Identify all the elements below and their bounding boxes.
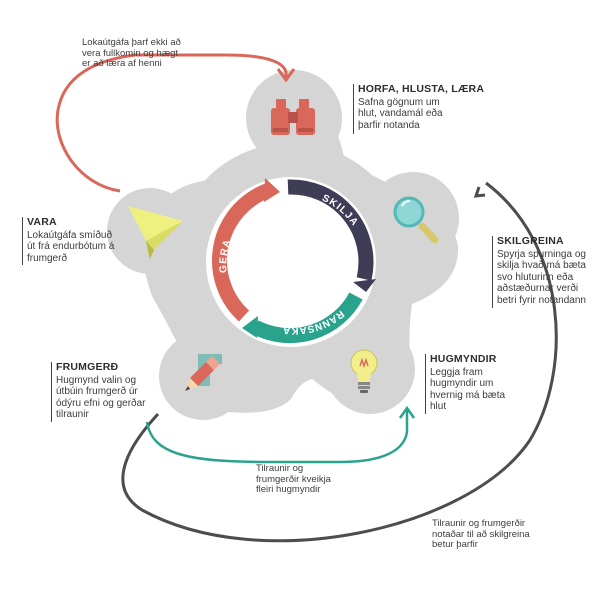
- stage-text-hugmyndir-3: hvernig má bæta: [430, 389, 506, 401]
- stage-divider-skilgreina: [492, 236, 494, 308]
- loop-note-dark-2: notaðar til að skilgreina: [432, 528, 530, 540]
- stage-text-horfa-3: þarfir notanda: [358, 119, 420, 131]
- stage-text-frumgerd-1: Hugmynd valin og: [56, 374, 137, 386]
- arc-skilja-arrowhead: [353, 279, 376, 292]
- stage-divider-horfa: [353, 84, 355, 134]
- magnifier-icon: [393, 196, 439, 244]
- loop-note-top-1: Lokaútgáfa þarf ekki að: [82, 37, 181, 48]
- loop-note-teal-3: fleiri hugmyndir: [256, 484, 321, 495]
- stage-text-horfa-2: hlut, vandamál eða: [358, 108, 443, 119]
- inner-white-circle: [206, 177, 376, 347]
- stage-text-skilgreina-1: Spyrja spurninga og: [497, 248, 586, 260]
- loop-arrow-dark-head: [473, 186, 486, 198]
- stage-label-horfa: HORFA, HLUSTA, LÆRA Safna gögnum um hlut…: [358, 83, 485, 131]
- stage-divider-hugmyndir: [425, 354, 427, 414]
- paper-plane-icon: [128, 206, 183, 259]
- stage-label-skilgreina: SKILGREINA Spyrja spurninga og skilja hv…: [497, 235, 586, 306]
- stage-text-hugmyndir-2: hugmyndir um: [430, 378, 494, 389]
- stage-title-skilgreina: SKILGREINA: [497, 235, 564, 247]
- loop-note-top-2: vera fullkomin og hægt: [82, 47, 179, 59]
- loop-arrow-coral-head: [276, 68, 296, 83]
- stage-text-skilgreina-4: aðstæðurnar verði: [497, 283, 579, 294]
- stage-text-frumgerd-3: ódýru efni og gerðar: [56, 397, 146, 409]
- stage-label-vara: VARA Lokaútgáfa smíðuð út frá endurbótum…: [27, 216, 115, 264]
- stage-text-horfa-1: Safna gögnum um: [358, 96, 440, 108]
- stage-text-frumgerd-2: útbúin frumgerð úr: [56, 386, 138, 397]
- stage-divider-vara: [22, 217, 24, 265]
- loop-note-dark-3: betur þarfir: [432, 539, 478, 550]
- loop-note-top: Lokaútgáfa þarf ekki að vera fullkomin o…: [82, 37, 181, 70]
- lightbulb-icon: [350, 349, 378, 393]
- loop-note-teal-2: frumgerðir kveikja: [256, 473, 331, 485]
- stage-text-vara-1: Lokaútgáfa smíðuð: [27, 229, 113, 241]
- loop-note-top-3: er að læra af henni: [82, 58, 162, 69]
- loop-arrow-teal-head: [398, 405, 416, 419]
- loop-arrow-dark: [121, 181, 558, 543]
- stage-text-vara-2: út frá endurbótum á: [27, 241, 115, 252]
- stage-label-frumgerd: FRUMGERÐ Hugmynd valin og útbúin frumger…: [56, 361, 146, 421]
- loop-note-dark-1: Tilraunir og frumgerðir: [432, 518, 526, 529]
- loop-note-dark: Tilraunir og frumgerðir notaðar til að s…: [432, 518, 530, 551]
- arc-gera: [211, 182, 272, 322]
- arc-skilja: [287, 179, 374, 281]
- stage-title-vara: VARA: [27, 216, 57, 228]
- arc-rannsaka-arrowhead: [242, 316, 258, 338]
- stage-text-skilgreina-5: betri fyrir notandann: [497, 294, 586, 306]
- arc-gera-arrowhead: [264, 178, 280, 202]
- stage-text-vara-3: frumgerð: [27, 252, 68, 264]
- stage-title-frumgerd: FRUMGERÐ: [56, 361, 119, 373]
- stage-text-hugmyndir-4: hlut: [430, 401, 447, 412]
- pencil-ruler-icon: [185, 354, 222, 391]
- stage-title-horfa: HORFA, HLUSTA, LÆRA: [358, 83, 485, 95]
- loop-arrow-coral: [55, 53, 288, 193]
- stage-text-skilgreina-2: skilja hvað má bæta: [497, 260, 586, 271]
- arc-rannsaka: [251, 292, 363, 344]
- binoculars-icon: [271, 99, 315, 135]
- stage-title-hugmyndir: HUGMYNDIR: [430, 353, 497, 365]
- stage-divider-frumgerd: [51, 362, 53, 422]
- stage-text-skilgreina-3: svo hluturinn eða: [497, 271, 574, 283]
- stage-text-hugmyndir-1: Leggja fram: [430, 366, 483, 378]
- loop-note-teal-1: Tilraunir og: [256, 463, 304, 474]
- loop-arrow-teal: [145, 410, 409, 464]
- loop-note-teal: Tilraunir og frumgerðir kveikja fleiri h…: [256, 463, 331, 496]
- stage-label-hugmyndir: HUGMYNDIR Leggja fram hugmyndir um hvern…: [430, 353, 506, 413]
- stage-text-frumgerd-4: tilraunir: [56, 409, 89, 420]
